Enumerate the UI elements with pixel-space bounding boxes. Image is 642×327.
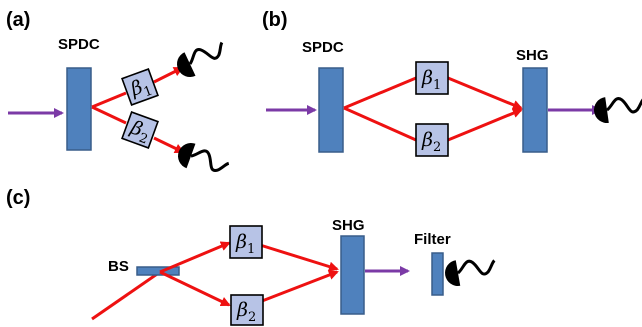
beta-subscript: 1: [433, 78, 441, 93]
panel-a: (a) SPDC β1 β2: [6, 9, 233, 183]
photon-path-c-2b: [261, 270, 339, 303]
beta-subscript: 2: [433, 140, 441, 155]
svg-text:β1: β1: [235, 231, 255, 257]
photon-path-a-1a: [91, 91, 127, 109]
photon-path-b-2a: [343, 106, 417, 142]
spdc-label-a: SPDC: [58, 36, 100, 53]
panel-label-a: (a): [6, 9, 30, 31]
beta-symbol: β: [235, 231, 247, 253]
phase-box-b-2: β2: [415, 123, 449, 157]
svg-text:β2: β2: [421, 129, 441, 155]
phase-box-b-1: β1: [415, 61, 449, 95]
spdc-crystal-b: [318, 67, 344, 153]
shg-label-b: SHG: [516, 47, 549, 64]
detector-icon: [590, 90, 642, 127]
photon-path-b-2b: [447, 108, 523, 142]
photon-path-b-1b: [447, 76, 523, 110]
bs-label-c: BS: [108, 258, 129, 275]
photon-path-b-1a: [343, 76, 417, 110]
phase-box-a-1: β1: [121, 68, 159, 106]
phase-box-c-1: β1: [229, 225, 263, 259]
beta-symbol: β: [421, 67, 433, 89]
beta-subscript: 2: [248, 310, 256, 325]
shg-crystal-b: [522, 67, 548, 153]
panel-label-c: (c): [6, 187, 30, 209]
detector-icon: [171, 34, 232, 83]
photon-path-c-2a: [159, 270, 231, 307]
spdc-label-b: SPDC: [302, 39, 344, 56]
beta-symbol: β: [236, 299, 248, 321]
svg-text:β1: β1: [421, 67, 441, 93]
filter-block: [431, 252, 444, 296]
detector-icon: [441, 252, 500, 290]
input-path-c: [91, 270, 161, 321]
phase-box-c-2: β2: [230, 294, 264, 326]
detector-icon: [172, 137, 233, 183]
shg-label-c: SHG: [332, 217, 365, 234]
photon-path-c-1b: [259, 243, 339, 272]
filter-label-c: Filter: [414, 231, 451, 248]
beta-symbol: β: [421, 129, 433, 151]
panel-c: (c) BS SHG Filter β1 β2: [6, 187, 500, 326]
photon-path-a-1b: [153, 66, 184, 84]
spdc-crystal-a: [66, 67, 92, 151]
photon-path-a-2a: [91, 105, 127, 125]
beta-subscript: 1: [247, 242, 255, 257]
shg-crystal-c: [340, 235, 365, 315]
panel-b: (b) SPDC SHG β1 β2: [262, 9, 642, 157]
phase-box-a-2: β2: [121, 111, 159, 149]
panel-label-b: (b): [262, 9, 288, 31]
photon-path-a-2b: [153, 136, 185, 154]
svg-text:β2: β2: [236, 299, 256, 325]
beam-splitter: [136, 266, 180, 276]
photon-path-c-1a: [159, 241, 231, 274]
